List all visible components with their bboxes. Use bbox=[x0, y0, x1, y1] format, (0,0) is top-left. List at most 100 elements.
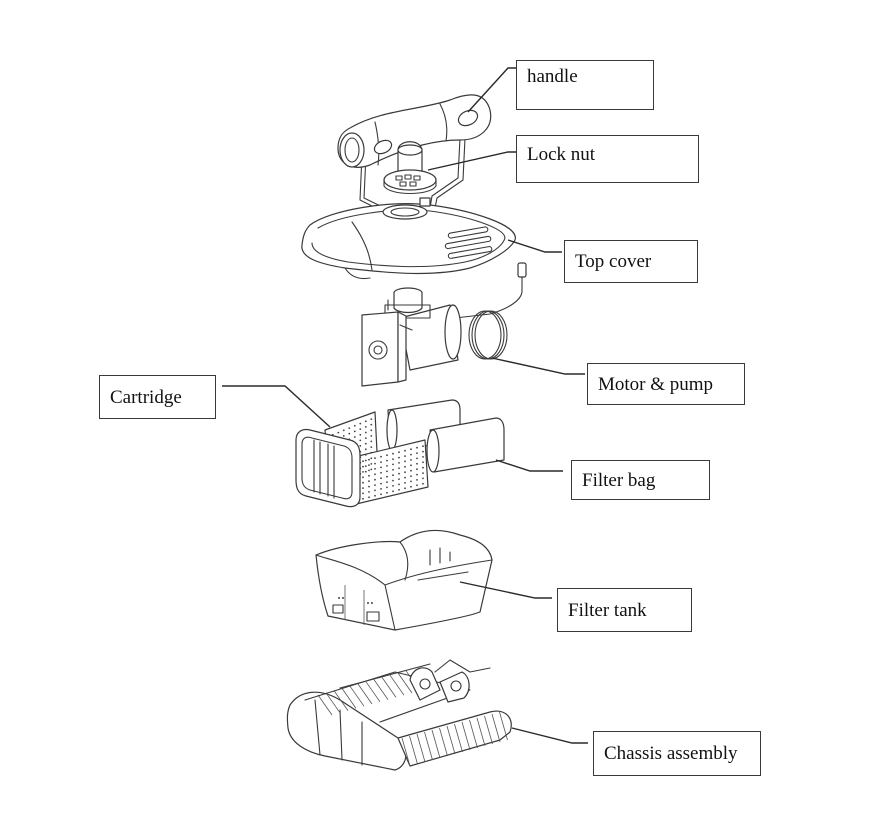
label-chassis: Chassis assembly bbox=[593, 731, 761, 776]
perforation-dot bbox=[416, 473, 418, 476]
perforation-dot bbox=[404, 482, 406, 484]
brush-rib bbox=[389, 674, 405, 696]
perforation-dot bbox=[404, 449, 406, 452]
label-cartridge-text: Cartridge bbox=[110, 386, 182, 408]
perforation-dot bbox=[386, 470, 388, 473]
perforation-dot bbox=[386, 459, 388, 462]
perforation-dot bbox=[364, 431, 367, 434]
perforation-dot bbox=[359, 439, 362, 442]
brush-rib bbox=[349, 685, 365, 707]
perforation-dot bbox=[386, 475, 388, 478]
top-cover-drawing bbox=[301, 197, 516, 280]
leader-top-cover bbox=[507, 239, 562, 253]
perforation-dot bbox=[368, 491, 370, 493]
leader-motor-pump bbox=[491, 357, 585, 375]
brush-rib bbox=[446, 725, 456, 755]
perforation-dot bbox=[364, 470, 367, 473]
label-filter-tank-text: Filter tank bbox=[568, 599, 647, 621]
perforation-dot bbox=[398, 488, 400, 491]
perforation-dot bbox=[416, 479, 418, 481]
brush-rib bbox=[373, 679, 389, 700]
perforation-dot bbox=[416, 452, 418, 454]
perforation-dot bbox=[374, 484, 376, 486]
label-cartridge: Cartridge bbox=[99, 375, 216, 419]
perforation-dot bbox=[392, 452, 394, 455]
perforation-dot bbox=[353, 424, 356, 427]
perforation-dot bbox=[410, 453, 412, 456]
perforation-dot bbox=[398, 472, 400, 475]
perforation-dot bbox=[337, 431, 340, 434]
perforation-dot bbox=[386, 481, 388, 483]
perforation-dot bbox=[348, 427, 351, 429]
brush-rib bbox=[325, 692, 341, 714]
perforation-dot bbox=[342, 435, 345, 437]
perforation-dot bbox=[364, 437, 367, 439]
perforation-dot bbox=[404, 465, 406, 468]
label-lock-nut-text: Lock nut bbox=[527, 143, 596, 165]
perforation-dot bbox=[398, 456, 400, 459]
brush-rib bbox=[401, 737, 411, 767]
brush-rib bbox=[424, 731, 433, 761]
perforation-dot bbox=[410, 464, 412, 467]
perforation-dot bbox=[386, 491, 388, 494]
label-motor-pump: Motor & pump bbox=[587, 363, 745, 405]
perforation-dot bbox=[374, 478, 376, 481]
brush-rib bbox=[317, 694, 333, 716]
brush-rib bbox=[409, 735, 418, 765]
perforation-dot bbox=[392, 468, 394, 471]
perforation-dot bbox=[362, 481, 364, 484]
perforation-dot bbox=[392, 474, 394, 477]
perforation-dot bbox=[364, 448, 367, 451]
perforation-dot bbox=[404, 460, 406, 463]
perforation-dot bbox=[392, 485, 394, 487]
perforation-dot bbox=[410, 485, 412, 488]
perforation-dot bbox=[362, 460, 364, 463]
perforation-dot bbox=[364, 442, 367, 445]
leader-chassis bbox=[511, 727, 588, 744]
perforation-dot bbox=[368, 480, 370, 483]
perforation-dot bbox=[353, 430, 356, 433]
perforation-dot bbox=[392, 463, 394, 466]
perforation-dot bbox=[364, 454, 367, 456]
perforation-dot bbox=[398, 467, 400, 470]
perforation-dot bbox=[422, 482, 424, 485]
label-lock-nut: Lock nut bbox=[516, 135, 699, 183]
perforation-dot bbox=[370, 451, 373, 454]
leader-lines bbox=[222, 67, 588, 744]
perforation-dot bbox=[362, 465, 364, 468]
perforation-dot bbox=[359, 428, 362, 430]
cartridge-drawing bbox=[295, 399, 505, 508]
perforation-dot bbox=[416, 462, 418, 465]
brush-rib bbox=[431, 729, 441, 759]
perforation-dot bbox=[410, 475, 412, 477]
perforation-dot bbox=[380, 488, 382, 490]
leader-handle bbox=[467, 67, 516, 113]
leader-cartridge bbox=[222, 385, 331, 428]
perforation-dot bbox=[386, 486, 388, 489]
leader-filter-bag bbox=[495, 459, 563, 472]
perforation-dot bbox=[380, 461, 382, 463]
perforation-dot bbox=[392, 490, 394, 493]
brush-rib bbox=[341, 688, 357, 709]
perforation-dot bbox=[342, 429, 345, 432]
perforation-dot bbox=[410, 469, 412, 472]
perforation-dot bbox=[410, 459, 412, 461]
perforation-dot bbox=[380, 482, 382, 485]
label-chassis-text: Chassis assembly bbox=[604, 743, 738, 764]
perforation-dot bbox=[422, 477, 424, 480]
perforation-dot bbox=[416, 457, 418, 460]
perforation-dot bbox=[374, 468, 376, 470]
perforation-dot bbox=[368, 469, 370, 472]
perforation-dot bbox=[374, 473, 376, 476]
perforation-dot bbox=[386, 454, 388, 457]
perforation-dot bbox=[380, 455, 382, 458]
perforation-dot bbox=[422, 466, 424, 469]
leader-lock-nut bbox=[427, 151, 516, 171]
perforation-dot bbox=[374, 457, 376, 460]
perforation-dot bbox=[370, 463, 373, 465]
brush-rib bbox=[499, 711, 508, 741]
perforation-dot bbox=[410, 448, 412, 451]
perforation-dot bbox=[404, 476, 406, 479]
